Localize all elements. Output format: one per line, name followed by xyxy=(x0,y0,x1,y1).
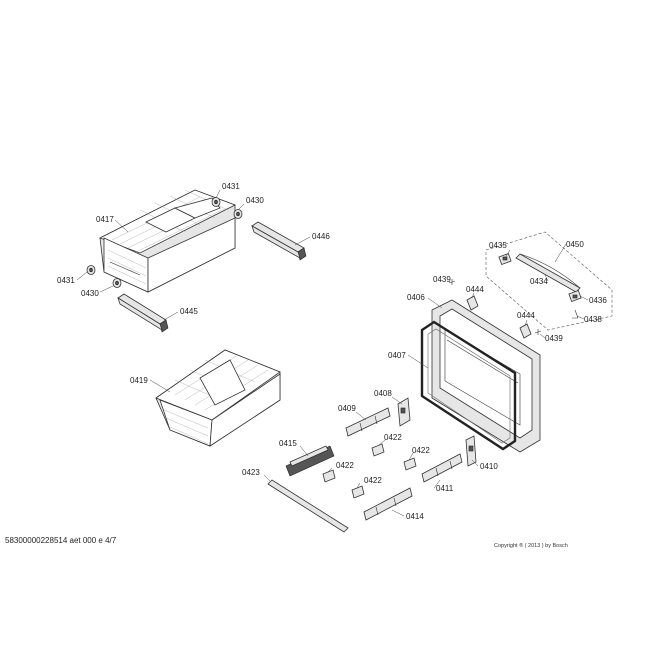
slide-rail-0414 xyxy=(363,487,413,521)
label-0430-top: 0430 xyxy=(246,196,264,205)
label-0445: 0445 xyxy=(180,307,198,316)
label-0439-right: 0439 xyxy=(545,334,563,343)
upper-drawer-basket xyxy=(99,189,236,293)
label-0435: 0435 xyxy=(489,241,507,250)
door-gasket xyxy=(420,320,517,451)
freezer-door-frame xyxy=(431,299,541,453)
label-0410: 0410 xyxy=(480,462,498,471)
clip-0444-top xyxy=(466,295,479,311)
label-0407: 0407 xyxy=(388,351,406,360)
label-0417: 0417 xyxy=(96,215,114,224)
slide-rail-0411 xyxy=(421,453,463,483)
document-id: 58300000228514 aet 000 e 4/7 xyxy=(5,536,117,545)
label-0434: 0434 xyxy=(530,277,548,286)
lower-drawer-basket xyxy=(155,349,281,447)
label-0431-top: 0431 xyxy=(222,182,240,191)
label-0422-b: 0422 xyxy=(336,461,354,470)
label-0438: 0438 xyxy=(584,315,602,324)
bar-0423 xyxy=(267,479,349,533)
label-0422-a: 0422 xyxy=(384,433,402,442)
drawer-rail-0446 xyxy=(251,221,307,261)
handle-assembly-box xyxy=(485,231,613,331)
label-0422-c: 0422 xyxy=(412,446,430,455)
clip-0422-b xyxy=(322,469,336,483)
bracket-0415 xyxy=(285,445,335,477)
label-0450: 0450 xyxy=(566,240,584,249)
clip-0444-right xyxy=(519,323,532,339)
label-0444-right: 0444 xyxy=(517,311,535,320)
roller-0431-top xyxy=(211,197,221,207)
label-0439-top: 0439 xyxy=(433,275,451,284)
label-0409: 0409 xyxy=(338,404,356,413)
roller-0431-bottom xyxy=(86,265,96,275)
label-0444-top: 0444 xyxy=(466,285,484,294)
clip-0422-c xyxy=(403,457,417,471)
roller-0430-bottom xyxy=(112,278,122,288)
label-0422-d: 0422 xyxy=(364,476,382,485)
copyright-notice: Copyright ® ( 2013 ) by Bosch xyxy=(494,543,568,549)
clip-0422-d xyxy=(351,485,365,499)
label-0431-bottom: 0431 xyxy=(57,276,75,285)
roller-0430-top xyxy=(233,209,243,219)
drawer-rail-0445 xyxy=(117,293,169,333)
slide-rail-0409 xyxy=(345,407,391,437)
label-0419: 0419 xyxy=(130,376,148,385)
leader-lines xyxy=(76,189,589,517)
label-0408: 0408 xyxy=(374,389,392,398)
label-0414: 0414 xyxy=(406,512,424,521)
bracket-0408 xyxy=(397,397,411,427)
label-0411: 0411 xyxy=(436,484,454,493)
bracket-0410 xyxy=(465,435,477,467)
clip-0439-right xyxy=(534,329,542,335)
label-0406: 0406 xyxy=(407,293,425,302)
label-0430-bottom: 0430 xyxy=(81,289,99,298)
label-0423: 0423 xyxy=(242,468,260,477)
label-0436: 0436 xyxy=(589,296,607,305)
label-0446: 0446 xyxy=(312,232,330,241)
part-labels: 0417 0431 0430 0446 0431 0430 0445 0419 … xyxy=(57,182,607,521)
label-0415: 0415 xyxy=(279,439,297,448)
